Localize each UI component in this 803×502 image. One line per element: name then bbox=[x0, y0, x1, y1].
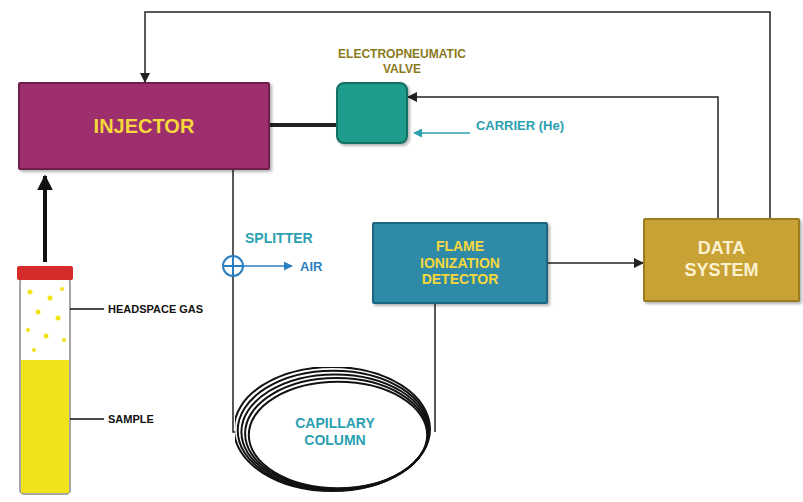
node-label: INJECTOR bbox=[94, 114, 195, 138]
part-label: HEADSPACE GAS bbox=[108, 303, 203, 315]
part-label: SAMPLE bbox=[108, 413, 154, 425]
process-box: FLAME IONIZATION DETECTOR bbox=[372, 222, 548, 304]
part-label: SPLITTER bbox=[245, 230, 313, 246]
node-label: FLAME IONIZATION DETECTOR bbox=[395, 238, 525, 288]
part-label: AIR bbox=[300, 259, 322, 274]
connector bbox=[434, 304, 436, 432]
node-label: DATA SYSTEM bbox=[662, 238, 782, 281]
splitter-symbol bbox=[223, 256, 292, 276]
headspace-vial bbox=[17, 176, 104, 494]
carrier-arrow bbox=[414, 132, 470, 134]
process-box: INJECTOR bbox=[18, 82, 270, 170]
process-box: DATA SYSTEM bbox=[643, 218, 800, 302]
connector bbox=[408, 97, 718, 218]
connector bbox=[270, 123, 336, 127]
node-label: CAPILLARY COLUMN bbox=[280, 415, 390, 449]
connector bbox=[233, 170, 235, 432]
connector bbox=[548, 262, 643, 264]
valve-label: ELECTROPNEUMATIC VALVE bbox=[327, 47, 477, 76]
column-coil: CAPILLARY COLUMN bbox=[235, 367, 435, 497]
part-label: CARRIER (He) bbox=[475, 116, 565, 136]
valve-box: ELECTROPNEUMATIC VALVE bbox=[336, 82, 408, 144]
